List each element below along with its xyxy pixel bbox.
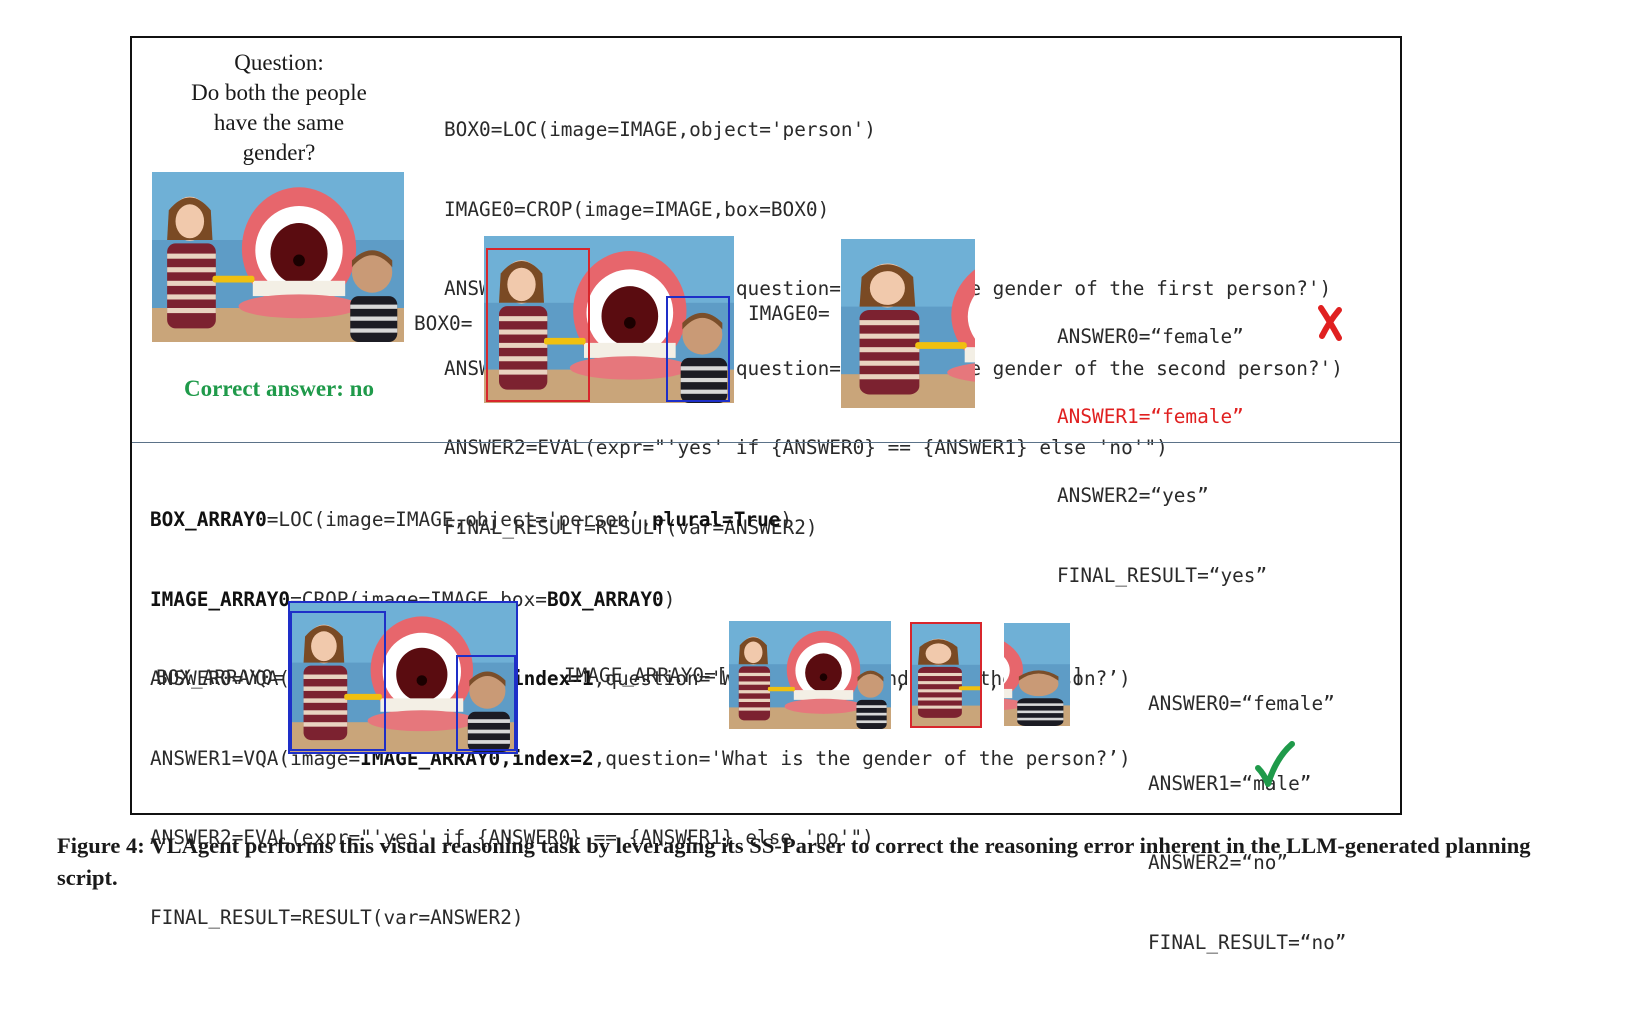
- answer0-text: ANSWER0=“female”: [1057, 325, 1244, 348]
- code-line: BOX_ARRAY0=LOC(image=IMAGE,object='perso…: [150, 507, 1131, 534]
- question-line: gender?: [242, 140, 316, 165]
- image0-label: IMAGE0=: [748, 302, 830, 325]
- image-array-item-person2: [1004, 623, 1070, 726]
- code-keyword: plural=True: [652, 508, 781, 531]
- caption-text: VLAgent performs this visual reasoning t…: [57, 833, 1531, 890]
- code-text: =LOC(image=IMAGE,object='person’,: [266, 508, 652, 531]
- answer2-text: ANSWER2=“yes”: [1057, 484, 1209, 507]
- answer0-text: ANSWER0=“female”: [1148, 692, 1335, 715]
- figure-frame: Question: Do both the people have the sa…: [130, 36, 1402, 954]
- question-line: Do both the people: [191, 80, 367, 105]
- person1-photo: [912, 624, 980, 726]
- final-result-text: FINAL_RESULT=“yes”: [1057, 563, 1268, 587]
- box-array0-image: [288, 601, 518, 754]
- input-image-photo: [152, 172, 404, 342]
- code-line: ANSWER2=EVAL(expr="'yes' if {ANSWER0} ==…: [444, 436, 1168, 459]
- code-line: IMAGE0=CROP(image=IMAGE,box=BOX0): [444, 197, 830, 221]
- code-keyword: BOX_ARRAY0: [546, 587, 664, 611]
- answer1-text: ANSWER1=“male”: [1148, 771, 1312, 795]
- image0-crop: [841, 239, 975, 408]
- cross-icon: [1318, 305, 1342, 341]
- bbox-blue-person2: [666, 296, 730, 402]
- code-text: ): [780, 508, 793, 531]
- bbox-blue-person2: [456, 655, 516, 751]
- answers-original: ANSWER0=“female” ANSWER1=“female” ANSWER…: [1057, 271, 1267, 642]
- question-line: Question:: [234, 50, 324, 75]
- panel-divider: [132, 442, 1400, 443]
- check-icon: [1255, 741, 1295, 787]
- answer1-text-error: ANSWER1=“female”: [1057, 404, 1244, 428]
- bbox-red-person1: [486, 248, 590, 402]
- code-line: ANSWER2=EVAL(expr="'yes' if {ANSWER0} ==…: [150, 826, 874, 849]
- array-comma: ,: [895, 670, 907, 693]
- code-keyword: BOX_ARRAY0: [150, 508, 267, 531]
- code-text: ,question='What is the gender of the per…: [593, 746, 1131, 770]
- image-array-full-photo: [729, 621, 891, 729]
- answers-corrected: ANSWER0=“female” ANSWER1=“male” ANSWER2=…: [1148, 638, 1346, 1009]
- code-text: ): [663, 587, 676, 611]
- array-close-bracket: ]: [1072, 664, 1084, 687]
- image-array-item-person1: [910, 622, 982, 728]
- person2-photo: [1004, 623, 1070, 726]
- image0-photo: [841, 239, 975, 408]
- box-array0-label: BOX_ARRAY0=: [156, 666, 285, 689]
- question-text: Question: Do both the people have the sa…: [154, 48, 404, 168]
- image-array0-label: IMAGE_ARRAY0=[: [564, 664, 728, 687]
- input-image: [152, 172, 404, 342]
- image-array-item-full: [729, 621, 891, 729]
- question-line: have the same: [213, 110, 345, 135]
- final-result-text: FINAL_RESULT=“no”: [1148, 930, 1347, 954]
- array-comma: ,: [988, 670, 1000, 693]
- bbox-blue-person1: [290, 611, 386, 751]
- code-line: FINAL_RESULT=RESULT(var=ANSWER2): [444, 515, 818, 539]
- code-line: FINAL_RESULT=RESULT(var=ANSWER2): [150, 905, 524, 929]
- correct-answer-label: Correct answer: no: [184, 376, 374, 401]
- figure-label: Figure 4:: [57, 833, 145, 858]
- box0-label: BOX0=: [414, 312, 473, 335]
- answer2-text: ANSWER2=“no”: [1148, 851, 1289, 874]
- box0-image: [484, 236, 734, 403]
- code-line: BOX0=LOC(image=IMAGE,object='person'): [444, 118, 876, 141]
- code-keyword: IMAGE_ARRAY0: [150, 587, 291, 611]
- figure-caption: Figure 4: VLAgent performs this visual r…: [57, 830, 1577, 894]
